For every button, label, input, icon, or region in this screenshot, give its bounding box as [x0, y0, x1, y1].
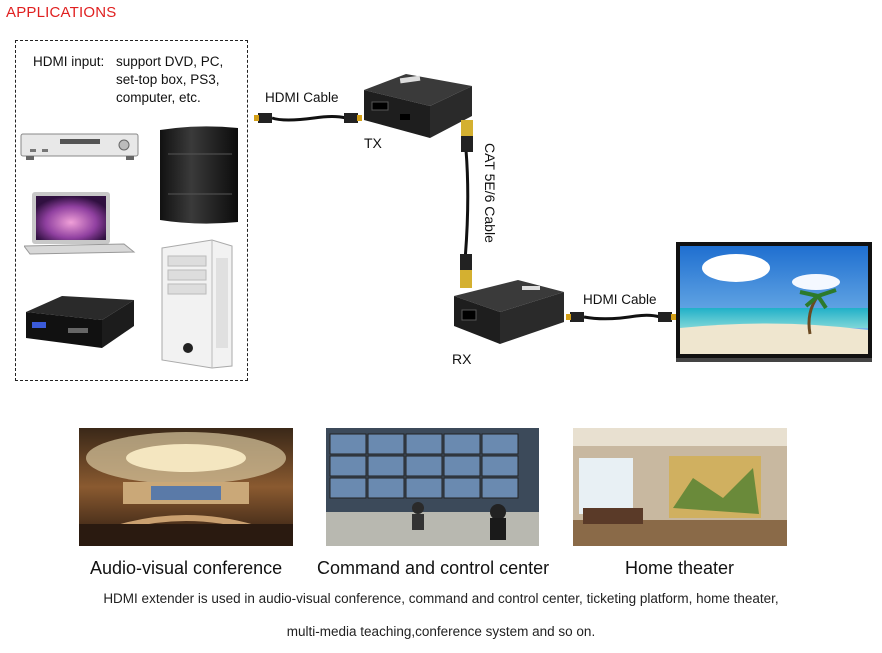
- dvd-player-image: [20, 133, 139, 160]
- home-theater-photo: [573, 428, 787, 546]
- description-line-1: HDMI extender is used in audio-visual co…: [103, 591, 779, 606]
- hdmi-input-line-2: set-top box, PS3,: [116, 72, 220, 87]
- caption-home-theater: Home theater: [625, 558, 735, 578]
- tx-label: TX: [364, 135, 382, 151]
- caption-audio-visual-conference: Audio-visual conference: [90, 558, 283, 578]
- hdmi-cable-right-label: HDMI Cable: [583, 292, 657, 307]
- rx-unit-image: [454, 280, 564, 344]
- hdmi-input-label: HDMI input:: [33, 54, 105, 69]
- tv-display-image: [676, 242, 872, 362]
- hdmi-input-line-3: computer, etc.: [116, 90, 201, 105]
- tx-unit-image: [364, 74, 472, 138]
- cat-cable: [460, 120, 473, 288]
- hdmi-input-line-1: support DVD, PC,: [116, 54, 224, 69]
- command-control-center-photo: [326, 428, 539, 546]
- cat-cable-label-wrap: CAT 5E/6 Cable: [480, 143, 498, 273]
- cat-cable-label: CAT 5E/6 Cable: [482, 143, 498, 243]
- section-title: APPLICATIONS: [6, 4, 117, 21]
- source-devices-box: [15, 40, 248, 381]
- hdmi-cable-left-label: HDMI Cable: [265, 90, 339, 105]
- set-top-box-image: [26, 296, 134, 348]
- hdmi-cable-left: [254, 113, 362, 123]
- description-line-2: multi-media teaching,conference system a…: [286, 624, 596, 639]
- rx-label: RX: [452, 351, 472, 367]
- audio-visual-conference-photo: [79, 428, 293, 546]
- caption-command-control-center: Command and control center: [317, 558, 550, 578]
- ps3-console-image: [160, 126, 238, 224]
- pc-tower-image: [161, 239, 233, 369]
- laptop-image: [24, 192, 136, 255]
- hdmi-cable-right: [566, 312, 676, 322]
